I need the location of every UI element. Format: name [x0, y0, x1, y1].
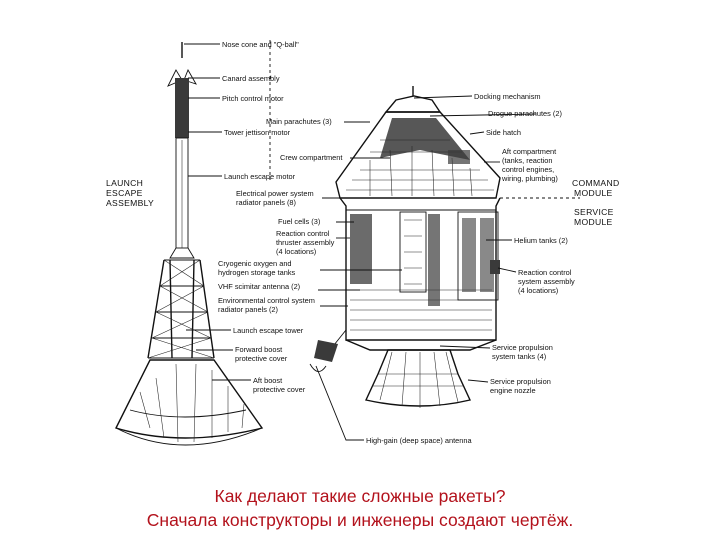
label-aft-compartment-4: wiring, plumbing)	[501, 174, 558, 183]
label-tower-jettison: Tower jettison motor	[224, 128, 291, 137]
label-high-gain: High-gain (deep space) antenna	[366, 436, 472, 445]
section-service-2: MODULE	[574, 217, 613, 227]
label-electrical-2: radiator panels (8)	[236, 198, 296, 207]
launch-escape-assembly: LAUNCH ESCAPE ASSEMBLY	[106, 42, 264, 446]
label-cryo-2: hydrogen storage tanks	[218, 268, 296, 277]
label-sps-nozzle-1: Service propulsion	[490, 377, 551, 386]
launch-escape-tower-truss	[147, 259, 215, 359]
label-env-2: radiator panels (2)	[218, 305, 278, 314]
caption-line-1: Как делают такие сложные ракеты?	[214, 486, 506, 506]
section-launch-escape-2: ESCAPE	[106, 188, 143, 198]
boost-protective-cover	[115, 359, 264, 446]
label-rc-thruster-3: (4 locations)	[276, 247, 316, 256]
label-fwd-boost-1: Forward boost	[235, 345, 282, 354]
label-rc-system-3: (4 locations)	[518, 286, 558, 295]
label-rc-thruster-1: Reaction control	[276, 229, 330, 238]
label-drogue: Drogue parachutes (2)	[488, 109, 562, 118]
label-env-1: Environmental control system	[218, 296, 315, 305]
label-sps-tanks-2: system tanks (4)	[492, 352, 546, 361]
helium-tanks	[457, 211, 499, 301]
label-aft-compartment-3: control engines,	[502, 165, 554, 174]
section-launch-escape-1: LAUNCH	[106, 178, 143, 188]
label-sps-nozzle-2: engine nozzle	[490, 386, 536, 395]
section-command-2: MODULE	[574, 188, 613, 198]
label-fwd-boost-2: protective cover	[235, 354, 288, 363]
label-aft-boost-2: protective cover	[253, 385, 306, 394]
section-launch-escape-3: ASSEMBLY	[106, 198, 154, 208]
fuel-cells	[350, 214, 372, 284]
cryogenic-tanks	[399, 211, 427, 293]
label-side-hatch: Side hatch	[486, 128, 521, 137]
label-main-parachutes: Main parachutes (3)	[266, 117, 332, 126]
service-propulsion-nozzle	[365, 349, 471, 408]
high-gain-antenna	[309, 329, 347, 372]
label-rc-system-2: system assembly	[518, 277, 575, 286]
caption-line-2: Сначала конструкторы и инженеры создают …	[146, 510, 574, 530]
label-escape-tower: Launch escape tower	[233, 326, 304, 335]
label-canard: Canard assembly	[222, 74, 280, 83]
apollo-spacecraft-diagram: LAUNCH ESCAPE ASSEMBLY	[106, 40, 619, 446]
label-aft-compartment-1: Aft compartment	[502, 147, 556, 156]
label-vhf: VHF scimitar antenna (2)	[218, 282, 300, 291]
command-module-shell	[335, 111, 501, 199]
label-helium: Helium tanks (2)	[514, 236, 568, 245]
section-command-1: COMMAND	[572, 178, 619, 188]
label-aft-compartment-2: (tanks, reaction	[502, 156, 553, 165]
label-aft-boost-1: Aft boost	[253, 376, 282, 385]
label-launch-escape-motor: Launch escape motor	[224, 172, 296, 181]
label-cryo-1: Cryogenic oxygen and	[218, 259, 292, 268]
service-module-shell	[339, 197, 501, 341]
docking-mechanism	[384, 95, 442, 113]
label-nose-cone: Nose cone and "Q-ball"	[222, 40, 299, 49]
label-rc-thruster-2: thruster assembly	[276, 238, 335, 247]
service-module	[309, 197, 501, 408]
leader-lines	[184, 40, 580, 441]
command-module	[335, 86, 501, 199]
label-pitch-motor: Pitch control motor	[222, 94, 284, 103]
pitch-and-jettison-motors	[175, 78, 189, 138]
reaction-control-quad	[490, 260, 500, 274]
label-rc-system-1: Reaction control	[518, 268, 572, 277]
label-fuel-cells: Fuel cells (3)	[278, 217, 320, 226]
label-docking: Docking mechanism	[474, 92, 541, 101]
label-sps-tanks-1: Service propulsion	[492, 343, 553, 352]
label-electrical-1: Electrical power system	[236, 189, 314, 198]
section-service-1: SERVICE	[574, 207, 614, 217]
label-crew: Crew compartment	[280, 153, 342, 162]
component-labels: Nose cone and "Q-ball" Canard assembly P…	[218, 40, 619, 445]
